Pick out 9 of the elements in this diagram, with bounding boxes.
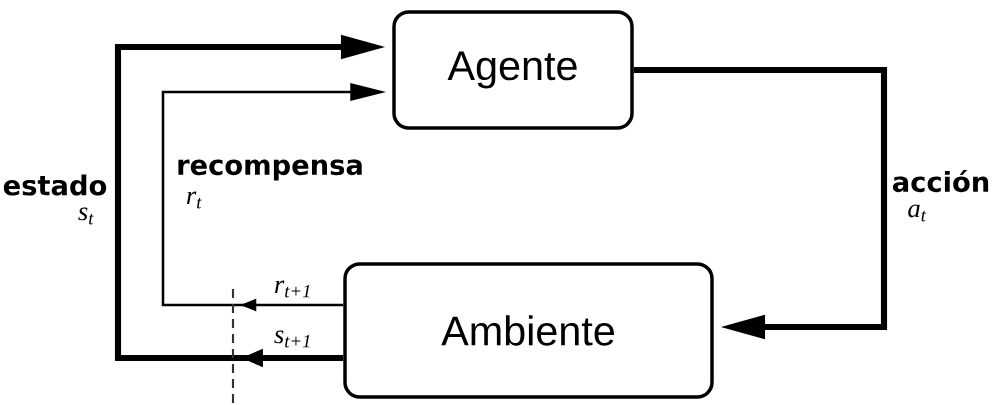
variable-label: s$_{t}$	[78, 207, 94, 225]
variable-label: r$_{t+1}$	[275, 280, 310, 298]
edge-label: recompensa	[174, 158, 366, 182]
rounded-box: Ambiente	[343, 262, 714, 399]
variable-label: r$_{t}$	[187, 191, 202, 209]
variable-label: s$_{t+1}$	[274, 330, 310, 348]
rounded-box: Agente	[392, 10, 634, 130]
variable-label: a$_{t}$	[908, 204, 927, 222]
edge-label: estado	[1, 173, 109, 197]
